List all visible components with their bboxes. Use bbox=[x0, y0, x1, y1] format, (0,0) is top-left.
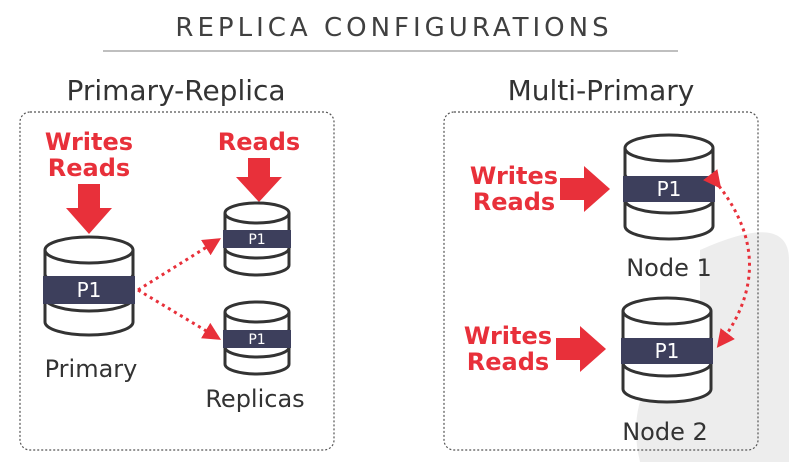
multi-primary-panel bbox=[443, 111, 759, 451]
primary-name: Primary bbox=[45, 355, 138, 383]
replica-down-arrow bbox=[236, 158, 282, 202]
replica-1-partition-label: P1 bbox=[248, 232, 265, 248]
replicas-name: Replicas bbox=[205, 385, 304, 413]
node1-reads-label: Reads bbox=[473, 188, 555, 216]
replication-arrow-1 bbox=[137, 238, 222, 292]
node1-writes-label: Writes bbox=[470, 162, 558, 190]
multi-primary-heading: Multi-Primary bbox=[508, 74, 695, 107]
node2-partition-label: P1 bbox=[655, 339, 680, 363]
replication-arrow-2 bbox=[137, 288, 222, 340]
replica-reads-label: Reads bbox=[218, 128, 300, 156]
replica-2-partition-block bbox=[223, 330, 291, 348]
primary-reads-label: Reads bbox=[48, 154, 130, 182]
primary-partition-label: P1 bbox=[77, 278, 102, 302]
primary-replica-heading: Primary-Replica bbox=[66, 74, 285, 107]
node2-reads-label: Reads bbox=[467, 348, 549, 376]
replica-2-partition-label: P1 bbox=[248, 332, 265, 348]
node2-right-arrow bbox=[556, 326, 606, 372]
node1-partition-block bbox=[623, 176, 715, 202]
node2-partition-block bbox=[621, 338, 713, 364]
node1-name: Node 1 bbox=[626, 254, 712, 282]
primary-replica-panel bbox=[19, 111, 335, 451]
primary-database-icon bbox=[43, 235, 135, 337]
node1-right-arrow bbox=[560, 166, 610, 212]
page-title: REPLICA CONFIGURATIONS bbox=[175, 13, 612, 43]
primary-partition-block bbox=[43, 276, 135, 304]
primary-writes-label: Writes bbox=[45, 128, 133, 156]
replica-1-partition-block bbox=[223, 230, 291, 248]
node1-partition-label: P1 bbox=[657, 177, 682, 201]
sync-arrow bbox=[703, 169, 751, 348]
primary-down-arrow bbox=[66, 184, 112, 234]
node2-writes-label: Writes bbox=[464, 322, 552, 350]
node2-name: Node 2 bbox=[622, 418, 708, 446]
